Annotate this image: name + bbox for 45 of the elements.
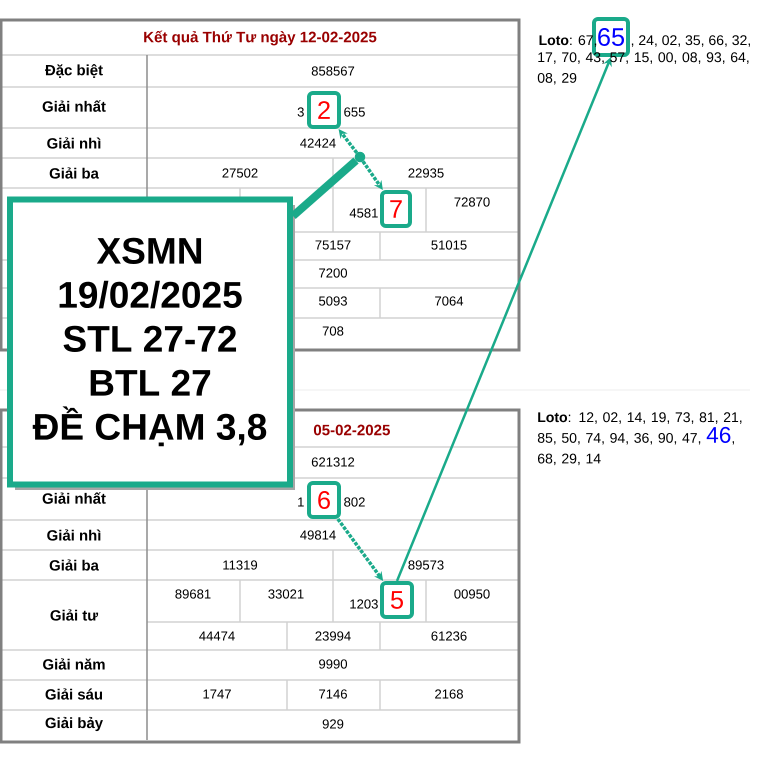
cell-value: 00950: [454, 589, 490, 599]
row-header: Giải tư: [50, 609, 98, 621]
cell-value: 27502: [222, 168, 258, 178]
cell-value: 33021: [268, 589, 304, 599]
cell-value: 858567: [312, 66, 354, 76]
cell-value: 11319: [223, 560, 258, 570]
row-header: Giải năm: [43, 658, 105, 670]
cell-value: 7200: [319, 268, 348, 278]
cell-value: 51015: [431, 240, 467, 250]
cell-value: 44474: [199, 632, 235, 640]
row-header: Giải nhì: [47, 529, 100, 541]
row-header: Giải sáu: [46, 688, 102, 700]
cell-value: 929: [322, 719, 344, 729]
row-header: Giải ba: [50, 167, 99, 179]
cell-value: 621312: [312, 457, 354, 467]
cell-value: 23994: [315, 631, 351, 641]
callout-box: XSMN 19/02/2025 STL 27-72 BTL 27 ĐỀ CHẠM 3,8: [7, 196, 295, 490]
label: Loto: 12, 02, 14, 19, 73, 81, 21,: [538, 412, 742, 424]
connector-line: [290, 157, 359, 220]
table-title: 05-02-2025: [314, 424, 390, 436]
cell-value: 708: [322, 326, 344, 336]
cell-value: 61236: [432, 631, 467, 641]
row-header: Giải nhất: [42, 100, 106, 112]
highlight-box: 7: [380, 190, 412, 228]
junction-dot: [354, 152, 366, 162]
cell-value: 75157: [316, 240, 350, 250]
highlight-box: 6: [307, 481, 341, 519]
row-header: Giải nhì: [47, 137, 100, 149]
row-header: Giải ba: [50, 559, 99, 571]
row-header: Giải bảy: [46, 716, 103, 732]
cell-value: 1: [298, 498, 304, 506]
label: 46: [706, 426, 730, 443]
cell-value: 2168: [435, 689, 463, 699]
cell-value: 7064: [435, 296, 464, 306]
cell-value: 42424: [300, 138, 336, 148]
highlight-box: 5: [380, 581, 414, 619]
cell-value: 655: [344, 107, 365, 117]
cell-value: 72870: [454, 197, 490, 207]
cell-value: 5093: [319, 296, 347, 306]
cell-value: 7146: [319, 689, 347, 699]
cell-value: 89681: [175, 589, 211, 599]
cell-value: 1747: [203, 690, 231, 698]
row-header: Đặc biệt: [45, 64, 103, 78]
highlight-box: 2: [307, 91, 341, 129]
cell-value: 9990: [319, 659, 348, 669]
